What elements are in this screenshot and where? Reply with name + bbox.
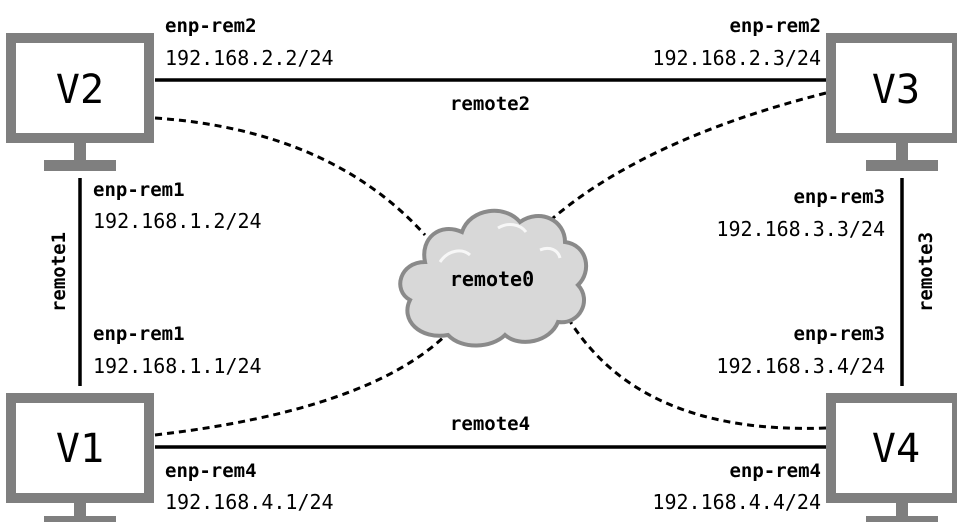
dashed-link-v1-cloud: [154, 331, 450, 437]
iface-v3-side-name: enp-rem3: [793, 186, 885, 208]
iface-v3-top-ip: 192.168.2.3/24: [652, 46, 821, 70]
iface-v2-side-ip: 192.168.1.2/24: [93, 209, 262, 233]
iface-v4-side-name: enp-rem3: [793, 323, 885, 345]
monitor-v2: [6, 33, 154, 171]
monitor-v3: [826, 33, 957, 171]
link-label-remote1: remote1: [48, 232, 70, 312]
machine-label-v3: V3: [872, 67, 920, 113]
dashed-link-v4-cloud: [566, 317, 827, 430]
cloud-icon: [398, 208, 588, 348]
iface-v4-side-ip: 192.168.3.4/24: [716, 354, 885, 378]
iface-v3-top-name: enp-rem2: [729, 15, 821, 37]
iface-v4-bottom-name: enp-rem4: [729, 460, 821, 482]
iface-v2-top-name: enp-rem2: [165, 15, 257, 37]
monitor-v1: [6, 393, 154, 522]
iface-v4-bottom-ip: 192.168.4.4/24: [652, 490, 821, 514]
dashed-link-v2-cloud: [154, 116, 427, 237]
iface-v1-bottom-name: enp-rem4: [165, 460, 257, 482]
machine-label-v2: V2: [56, 67, 104, 113]
cloud-label: remote0: [450, 267, 534, 291]
link-label-remote3: remote3: [915, 232, 937, 312]
machine-label-v1: V1: [56, 426, 104, 472]
iface-v2-top-ip: 192.168.2.2/24: [165, 46, 334, 70]
machine-label-v4: V4: [872, 426, 920, 472]
iface-v2-side-name: enp-rem1: [93, 179, 185, 201]
link-label-remote4: remote4: [450, 413, 530, 435]
iface-v1-side-ip: 192.168.1.1/24: [93, 354, 262, 378]
iface-v3-side-ip: 192.168.3.3/24: [716, 217, 885, 241]
dashed-link-v3-cloud: [544, 91, 827, 227]
iface-v1-bottom-ip: 192.168.4.1/24: [165, 490, 334, 514]
link-label-remote2: remote2: [450, 93, 530, 115]
iface-v1-side-name: enp-rem1: [93, 323, 185, 345]
monitor-v4: [826, 393, 957, 522]
